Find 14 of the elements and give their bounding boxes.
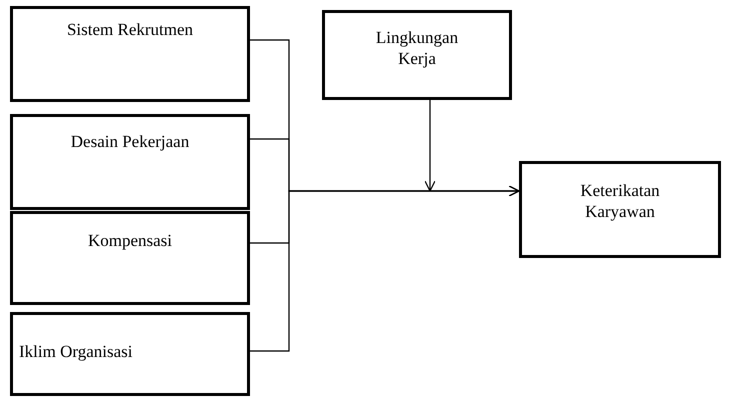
arrow [250,185,520,352]
box-label: Desain Pekerjaan [70,131,190,152]
process-box [519,161,721,258]
box-label: Keterikatan Karyawan [579,180,661,222]
box-label: Iklim Organisasi [18,341,134,362]
process-box [10,114,250,210]
process-box [322,10,512,100]
process-box [10,6,250,102]
process-box [10,211,250,305]
arrow [424,100,436,192]
box-label: Sistem Rekrutmen [66,19,194,40]
process-box [10,312,250,396]
box-label: Kompensasi [86,230,174,251]
box-label: Lingkungan Kerja [374,27,460,69]
